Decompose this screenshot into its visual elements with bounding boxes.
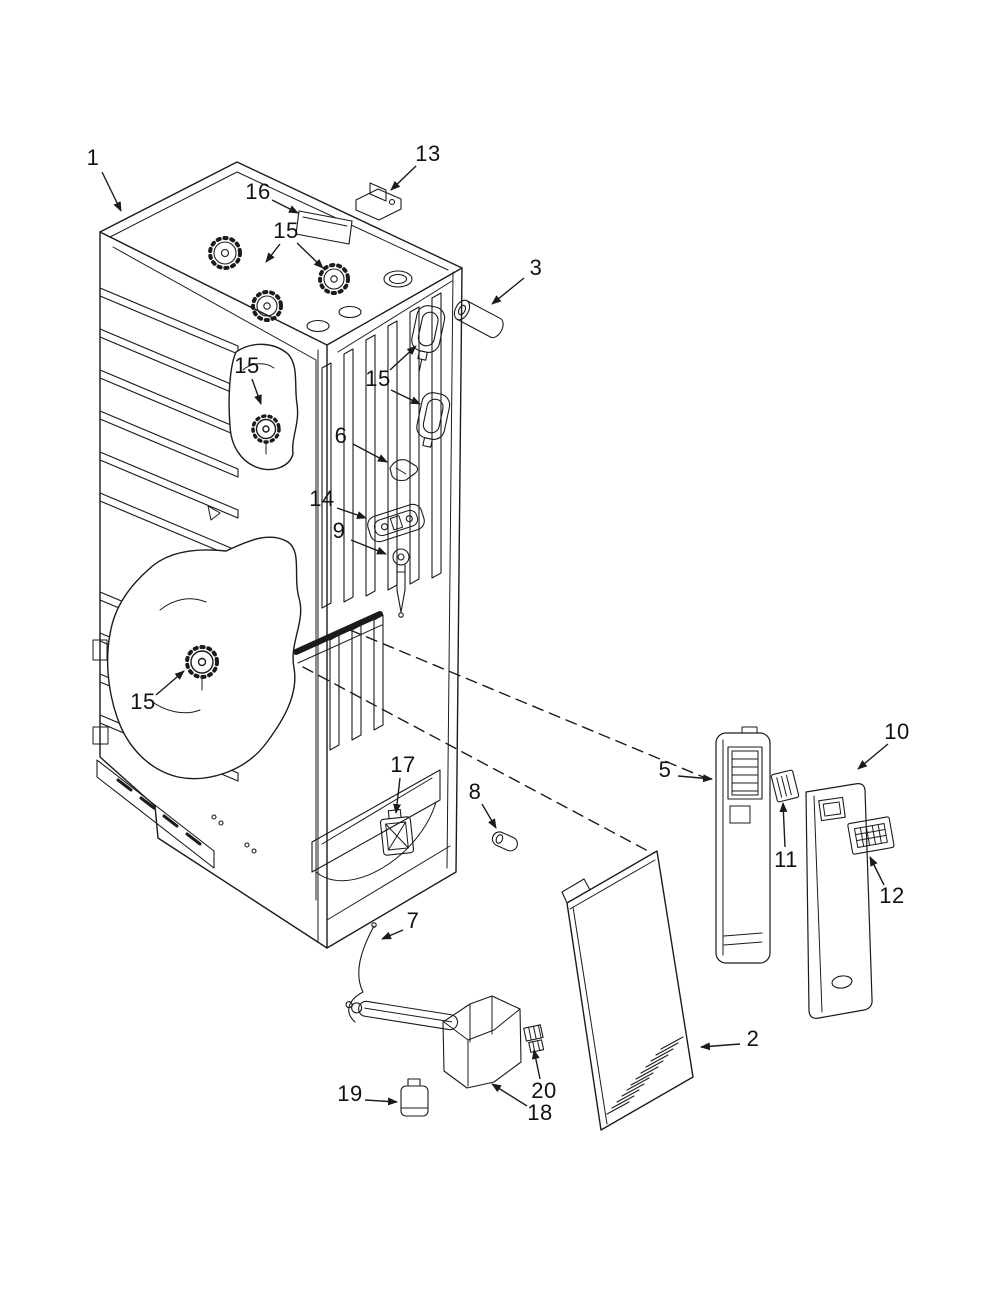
part-12-label-plate xyxy=(847,816,895,855)
part-15-grommet-duct xyxy=(185,645,219,691)
wall-hook xyxy=(207,505,221,521)
part-17-mount xyxy=(379,808,415,856)
part-10-side-panel xyxy=(805,783,873,1019)
part-6-clip xyxy=(389,459,419,482)
foam-duct-lower xyxy=(106,536,302,780)
part-5-dispenser-panel xyxy=(715,726,771,964)
part-15-tube-clip-a xyxy=(411,305,446,372)
part-9-thermistor xyxy=(392,548,410,618)
top-hole xyxy=(383,270,413,288)
part-14-bracket xyxy=(367,503,425,543)
part-18-housing xyxy=(442,995,522,1089)
part-15-grommet-top-b xyxy=(251,290,283,322)
part-15-grommet-top-a xyxy=(208,236,242,270)
assembly-dash-lines xyxy=(302,629,709,852)
bottom-grille-strip xyxy=(96,759,215,869)
part-16-cover xyxy=(295,210,353,245)
floor-pan xyxy=(211,769,451,921)
part-15-grommet-top-c xyxy=(318,263,350,295)
vent-slots xyxy=(606,1036,684,1115)
wall-cutout-b xyxy=(92,726,109,745)
part-13-bracket xyxy=(355,182,402,221)
top-slot-b xyxy=(338,305,362,319)
part-15-grommet-upper xyxy=(251,414,281,455)
top-slot-a xyxy=(306,319,330,333)
part-19-cap xyxy=(400,1078,429,1117)
foam-duct-upper xyxy=(228,343,299,471)
wall-cutout-a xyxy=(92,639,108,661)
mid-rail-bar xyxy=(293,611,383,655)
part-11-grille-insert xyxy=(770,769,800,803)
part-3-roller-pin xyxy=(453,299,504,339)
top-face-fittings xyxy=(208,236,413,333)
part-2-cover-panel xyxy=(561,850,694,1131)
cabinet-liner xyxy=(92,161,463,949)
part-15-tube-clip-b xyxy=(416,392,451,448)
right-wall-rails xyxy=(321,292,442,751)
part-20-clip xyxy=(523,1024,545,1053)
part-7-water-tube xyxy=(345,922,459,1031)
part-8-plug xyxy=(491,831,518,852)
